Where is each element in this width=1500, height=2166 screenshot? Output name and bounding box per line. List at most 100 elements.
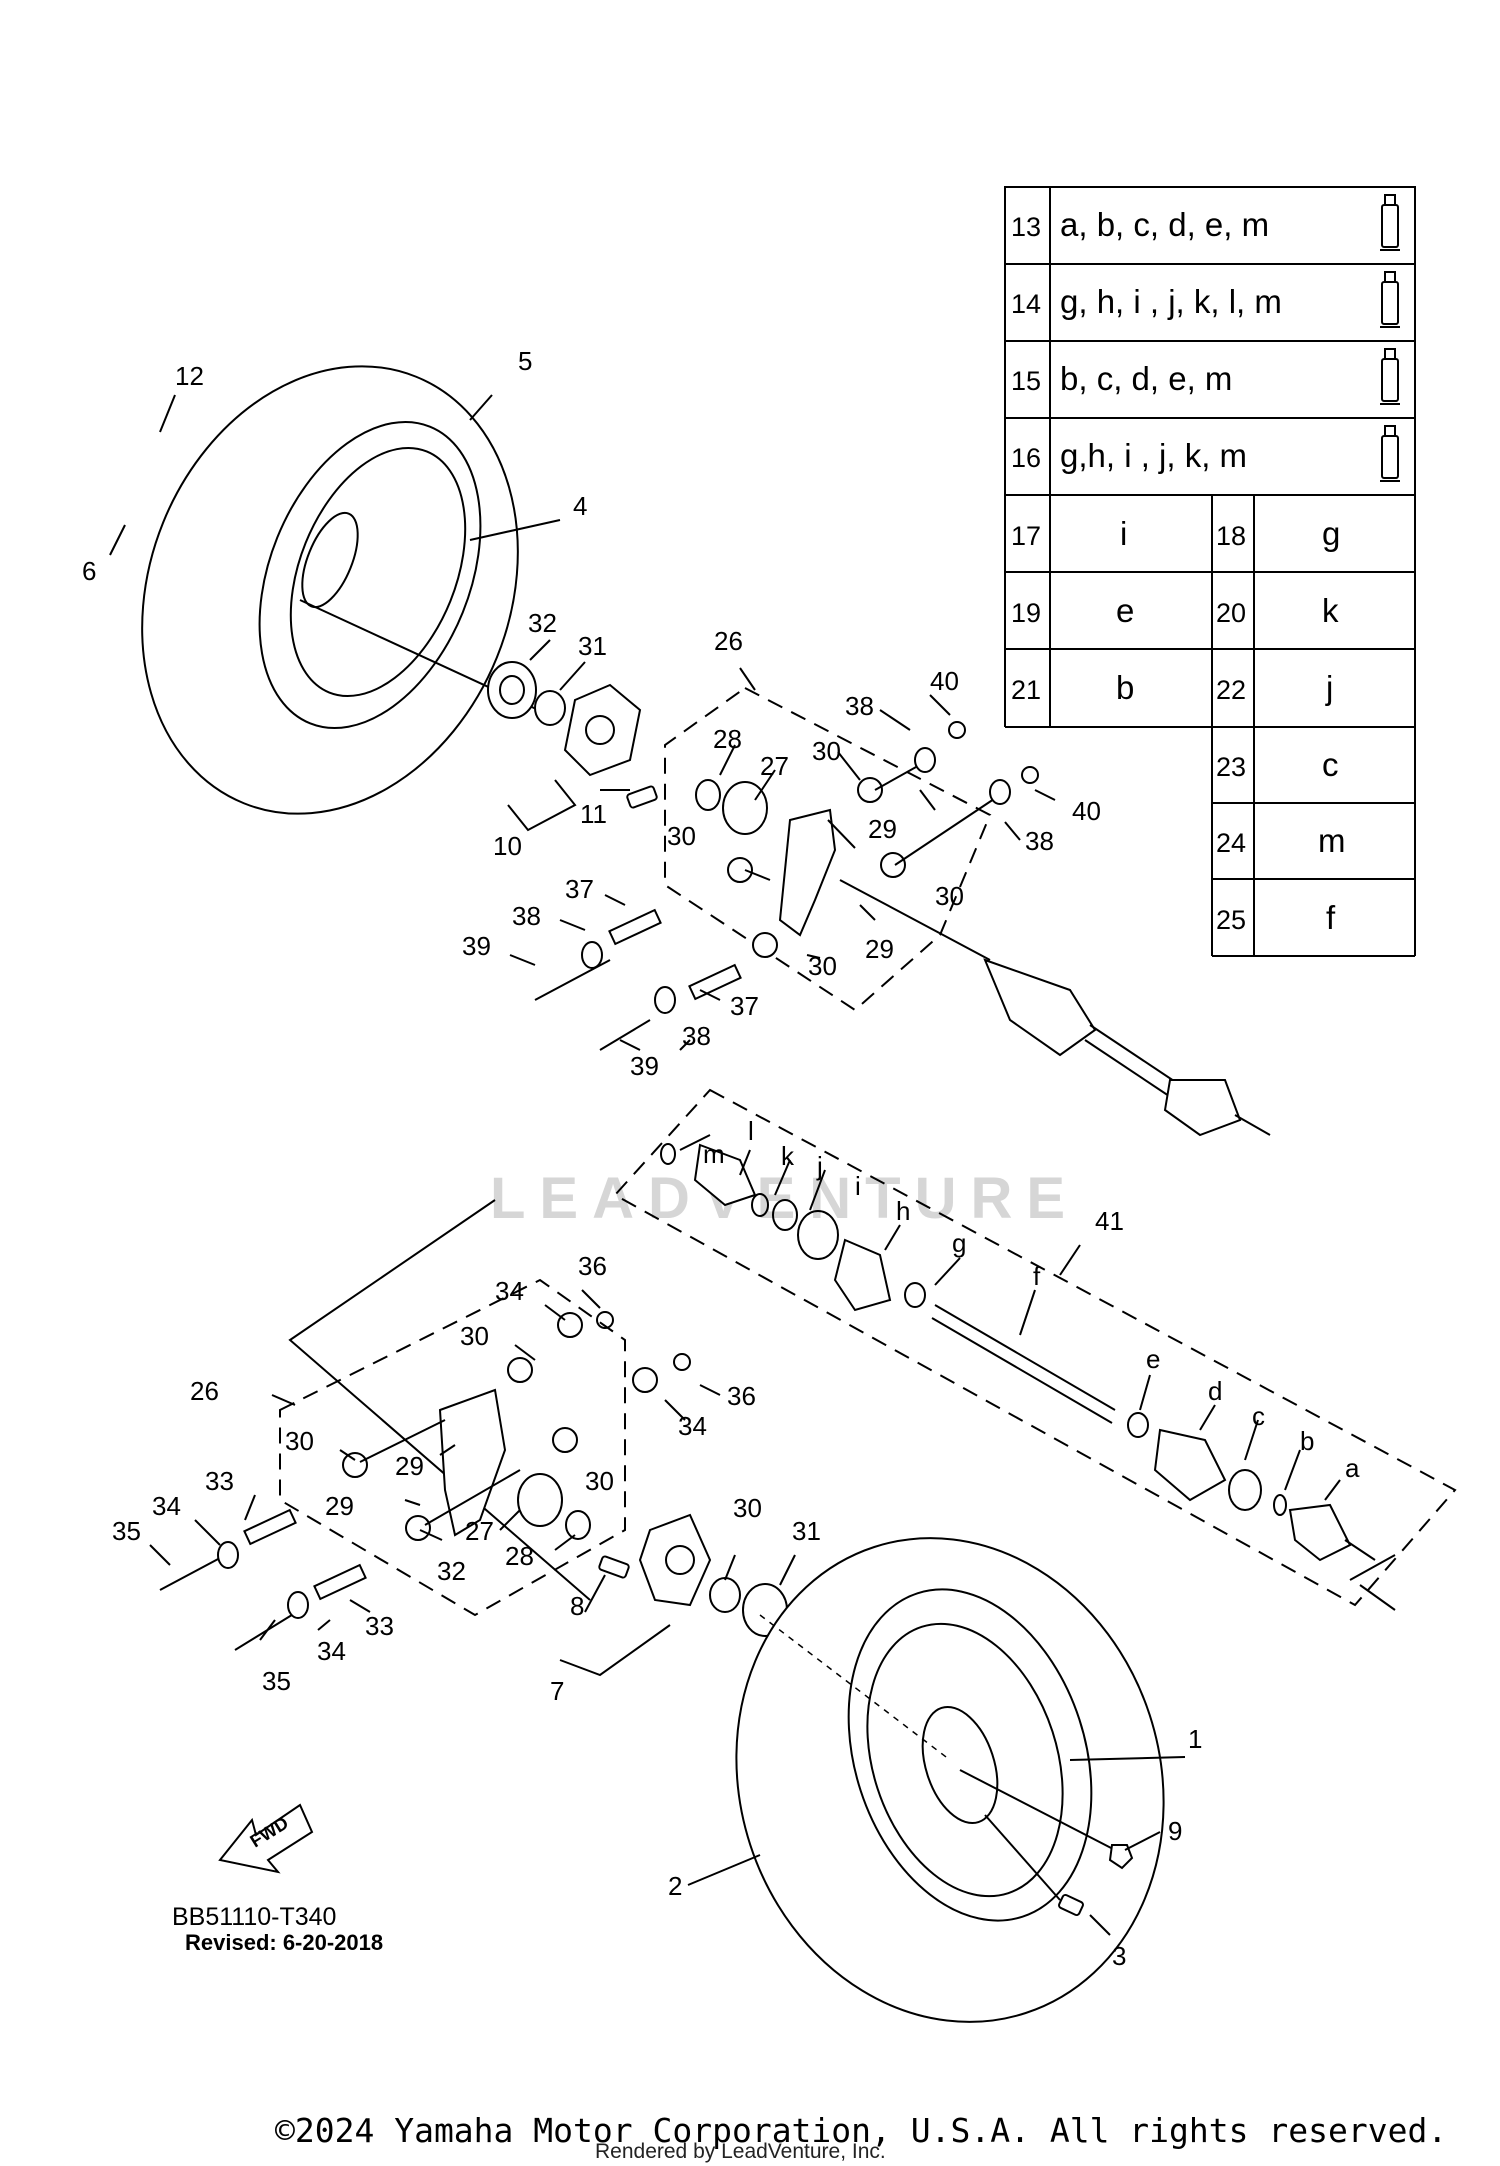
callout-37-b: 37 <box>730 991 759 1021</box>
callout-29-b: 29 <box>865 934 894 964</box>
table-part-20: k <box>1322 592 1339 629</box>
callout-30-e: 30 <box>460 1321 489 1351</box>
table-num-18: 18 <box>1216 521 1246 551</box>
callout-labels: 12 5 4 6 32 31 26 40 38 28 27 30 11 10 2… <box>82 346 1360 1971</box>
callout-33-a: 33 <box>205 1466 234 1496</box>
table-part-19: e <box>1116 592 1134 629</box>
callout-37-a: 37 <box>565 874 594 904</box>
cv-shaft-parts <box>660 1143 1376 1562</box>
callout-b: b <box>1300 1426 1314 1456</box>
upper-tire-assembly <box>141 365 561 815</box>
callout-36-b: 36 <box>727 1381 756 1411</box>
callout-f: f <box>1033 1261 1041 1291</box>
callout-4: 4 <box>573 491 587 521</box>
table-part-24: m <box>1318 822 1346 859</box>
callout-38-upper: 38 <box>845 691 874 721</box>
callout-10: 10 <box>493 831 522 861</box>
callout-39-a: 39 <box>462 931 491 961</box>
callout-40-upper: 40 <box>930 666 959 696</box>
callout-m: m <box>703 1139 725 1169</box>
callout-34-c: 34 <box>152 1491 181 1521</box>
table-num-25: 25 <box>1216 905 1246 935</box>
callout-a: a <box>1345 1453 1360 1483</box>
table-num-21: 21 <box>1011 675 1041 705</box>
callout-26-upper: 26 <box>714 626 743 656</box>
lower-knuckle <box>159 1311 691 1651</box>
callout-30-h: 32 <box>437 1556 466 1586</box>
lubricant-table: 13 a, b, c, d, e, m 14 g, h, i , j, k, l… <box>1004 186 1416 957</box>
table-row-num: 15 <box>1011 366 1041 396</box>
table-row-parts: g,h, i , j, k, m <box>1060 437 1247 474</box>
revised-date: Revised: 6-20-2018 <box>185 1930 383 1955</box>
callout-34-b: 34 <box>678 1411 707 1441</box>
leader-lines <box>109 394 1396 1936</box>
callout-j: j <box>816 1151 823 1181</box>
callout-6: 6 <box>82 556 96 586</box>
callout-7: 7 <box>550 1676 564 1706</box>
callout-27-lower: 27 <box>465 1516 494 1546</box>
callout-30-a: 30 <box>812 736 841 766</box>
callout-29-a: 29 <box>868 814 897 844</box>
callout-32-lower: 31 <box>792 1516 821 1546</box>
table-part-23: c <box>1322 746 1339 783</box>
lower-tire-assembly <box>735 1537 1165 2023</box>
callout-40-b: 40 <box>1072 796 1101 826</box>
grease-tube-icon <box>1380 194 1400 251</box>
fwd-arrow-icon: FWD <box>218 1803 314 1874</box>
table-part-22: j <box>1325 669 1333 706</box>
table-row-num: 14 <box>1011 289 1041 319</box>
callout-38-b: 38 <box>1025 826 1054 856</box>
table-part-18: g <box>1322 515 1340 552</box>
table-row-15: 15 b, c, d, e, m <box>1011 348 1400 405</box>
callout-30-g: 30 <box>585 1466 614 1496</box>
callout-28-lower: 28 <box>505 1541 534 1571</box>
callout-11: 11 <box>580 799 607 829</box>
callout-9: 9 <box>1168 1816 1182 1846</box>
table-row-14: 14 g, h, i , j, k, l, m <box>1011 271 1400 328</box>
callout-28-upper: 28 <box>713 724 742 754</box>
table-row-num: 16 <box>1011 443 1041 473</box>
callout-c: c <box>1252 1401 1265 1431</box>
callout-2: 2 <box>668 1871 682 1901</box>
reference-code: BB51110-T340 <box>172 1903 336 1931</box>
table-part-25: f <box>1326 899 1336 936</box>
callout-38-c: 38 <box>512 901 541 931</box>
callout-30-b: 30 <box>667 821 696 851</box>
table-part-17: i <box>1120 515 1127 552</box>
callout-33-b: 33 <box>365 1611 394 1641</box>
callout-1: 1 <box>1188 1724 1202 1754</box>
callout-l: l <box>748 1116 754 1146</box>
callout-35-a: 35 <box>112 1516 141 1546</box>
table-num-20: 20 <box>1216 598 1246 628</box>
table-row-parts: b, c, d, e, m <box>1060 360 1232 397</box>
table-part-21: b <box>1116 669 1134 706</box>
callout-34-a: 34 <box>495 1276 524 1306</box>
table-num-23: 23 <box>1216 752 1246 782</box>
callout-h: h <box>896 1196 910 1226</box>
table-num-22: 22 <box>1216 675 1246 705</box>
grease-tube-icon <box>1380 348 1400 405</box>
watermark-text: LEADVENTURE <box>490 1166 1079 1231</box>
callout-12: 12 <box>175 361 204 391</box>
callout-k: k <box>781 1141 795 1171</box>
table-row-16: 16 g,h, i , j, k, m <box>1011 425 1400 482</box>
lower-hub-assembly <box>598 1513 788 1637</box>
callout-31-lower: 30 <box>733 1493 762 1523</box>
callout-31: 31 <box>578 631 607 661</box>
table-num-17: 17 <box>1011 521 1041 551</box>
table-row-parts: g, h, i , j, k, l, m <box>1060 283 1282 320</box>
grease-tube-icon <box>1380 425 1400 482</box>
callout-e: e <box>1146 1344 1160 1374</box>
rendered-by: Rendered by LeadVenture, Inc. <box>595 2140 886 2163</box>
callout-g: g <box>952 1228 966 1258</box>
callout-5: 5 <box>518 346 532 376</box>
table-row-parts: a, b, c, d, e, m <box>1060 206 1269 243</box>
callout-8: 8 <box>570 1591 584 1621</box>
callout-30-d: 30 <box>808 951 837 981</box>
table-num-19: 19 <box>1011 598 1041 628</box>
callout-36-a: 36 <box>578 1251 607 1281</box>
callout-29-c: 29 <box>395 1451 424 1481</box>
callout-39-b: 39 <box>630 1051 659 1081</box>
callout-30-f: 30 <box>285 1426 314 1456</box>
